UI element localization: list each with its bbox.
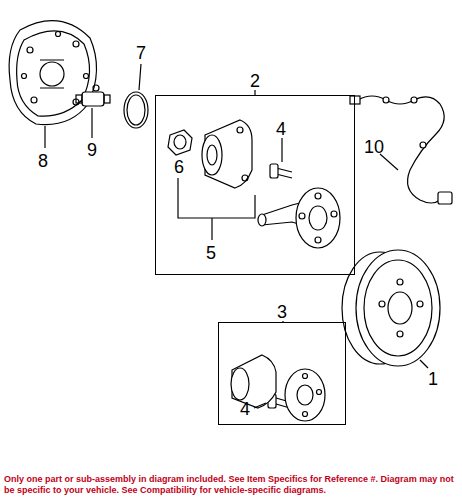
callout-number: 1: [428, 370, 438, 388]
leader-line: [211, 218, 212, 240]
leader-line: [45, 64, 428, 408]
hub-assembly: [168, 120, 340, 248]
callout-number: 7: [136, 44, 146, 62]
backing-plate: [9, 21, 96, 125]
group-bracket: [178, 178, 255, 218]
disclaimer-note: Only one part or sub-assembly in diagram…: [4, 474, 458, 497]
callout-number: 9: [87, 141, 97, 159]
hub-bearing-assembly: [231, 355, 325, 421]
callout-number: 4: [240, 400, 250, 418]
callout-number: 6: [174, 158, 184, 176]
callout-number: 8: [38, 152, 48, 170]
callout-number: 2: [248, 72, 262, 90]
o-ring: [124, 92, 148, 128]
callout-number: 4: [276, 120, 286, 138]
wheel-cylinder: [76, 85, 110, 106]
brake-drum: [342, 250, 440, 366]
assembly-box: 3: [218, 322, 346, 425]
callout-number: 3: [275, 303, 289, 321]
callout-number: 10: [364, 138, 384, 156]
assembly-box: 2: [155, 95, 355, 275]
abs-sensor-wire: [350, 96, 452, 204]
callout-number: 5: [206, 244, 216, 262]
